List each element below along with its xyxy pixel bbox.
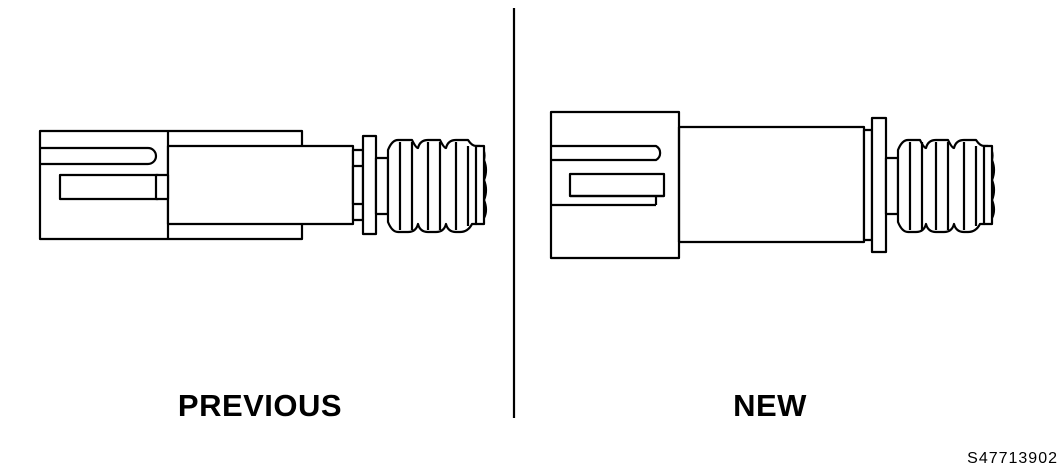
previous-seal-bellows bbox=[386, 138, 488, 234]
new-label: NEW bbox=[733, 388, 807, 423]
figure-id: S47713902 bbox=[967, 450, 1058, 467]
previous-connector bbox=[38, 129, 488, 241]
new-connector bbox=[549, 110, 996, 260]
new-seal-bellows bbox=[896, 138, 996, 234]
previous-label: PREVIOUS bbox=[177, 388, 343, 423]
